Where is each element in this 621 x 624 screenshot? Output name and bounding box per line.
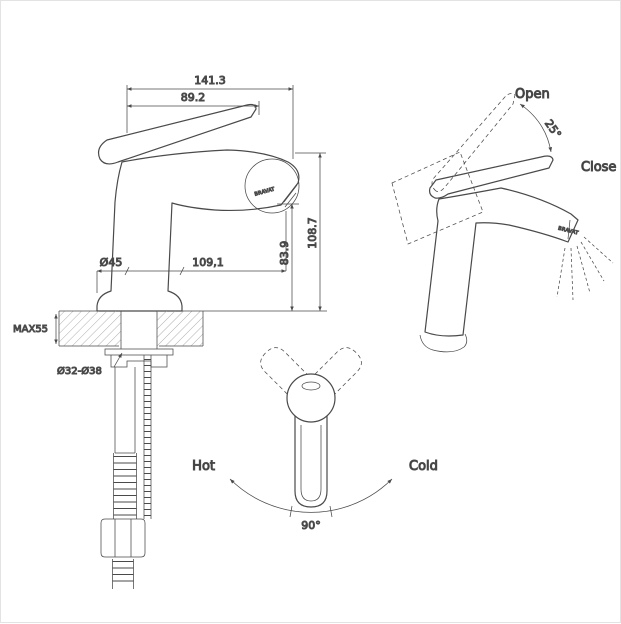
dim-max-thickness: MAX55 xyxy=(13,314,58,344)
open-label: Open xyxy=(515,87,550,102)
faucet-perspective: BRAVAT xyxy=(419,155,580,353)
arc-tick-left xyxy=(289,505,293,518)
angle-90: 90° xyxy=(301,519,321,532)
hose-corrugation-sides xyxy=(113,453,137,519)
logo-oval xyxy=(301,381,321,391)
handle-lever xyxy=(97,103,257,165)
counter-hatch-left xyxy=(59,311,121,346)
swing-arc xyxy=(229,478,393,513)
dim-handle-reach: 89.2 xyxy=(127,91,260,115)
angle-dimension: 25° xyxy=(519,103,564,153)
dim-overall-height: 108.7 xyxy=(203,152,327,312)
countertop-section xyxy=(58,310,204,349)
swing-lobe-left xyxy=(260,347,320,407)
aerator-lines xyxy=(283,184,298,208)
mounting-yoke xyxy=(110,355,168,368)
dim-89-2: 89.2 xyxy=(181,91,206,104)
dim-overall-reach: 141.3 xyxy=(126,74,294,159)
side-view: BRAVAT 141.3 89.2 Ø45 109,1 83.9 xyxy=(13,74,327,589)
arc-tick-right xyxy=(329,505,333,518)
counter-edges xyxy=(58,310,204,349)
hex-nut xyxy=(100,518,146,558)
swing-angle-dimension: 90° xyxy=(229,478,393,533)
handle-plan-inner xyxy=(300,425,322,502)
swing-lobe-right xyxy=(302,347,362,407)
dim-109-1: 109,1 xyxy=(192,256,224,269)
rotation-zone-dashed xyxy=(391,151,484,245)
spray-lines xyxy=(556,236,614,301)
aerator-face xyxy=(567,219,571,240)
washer xyxy=(104,348,174,356)
close-label: Close xyxy=(581,160,616,175)
angle-arc xyxy=(519,103,553,153)
dim-141-3: 141.3 xyxy=(194,74,226,87)
water-spray xyxy=(556,236,614,301)
counter-hatch-right xyxy=(157,311,203,346)
hose-tip-sides xyxy=(112,559,134,589)
dim-108-7: 108.7 xyxy=(306,217,319,249)
handle-open-dashed xyxy=(431,93,516,192)
dim-83-9: 83.9 xyxy=(278,241,291,266)
top-view: 90° Hot Cold xyxy=(192,347,438,533)
handle-top xyxy=(286,373,336,508)
dim-hole: Ø32-Ø38 xyxy=(57,365,102,377)
handle-closed xyxy=(428,155,554,199)
hot-label: Hot xyxy=(192,459,215,474)
dim-base-diameter: Ø45 xyxy=(100,256,123,269)
dim-hole-diameter: Ø32-Ø38 xyxy=(57,352,123,378)
dim-spout-height: 83.9 xyxy=(277,203,299,311)
faucet-outline xyxy=(96,103,300,312)
base-plate xyxy=(419,333,468,353)
operation-view: BRAVAT 25° Open Close xyxy=(391,87,617,353)
supply-hose-tube xyxy=(114,367,136,454)
handle-swing-positions xyxy=(260,347,362,407)
dim-spout-reach-and-base: Ø45 109,1 xyxy=(96,211,287,293)
faucet-body xyxy=(96,149,300,312)
open-position xyxy=(391,93,516,245)
cold-label: Cold xyxy=(409,459,438,474)
detail-circle: BRAVAT xyxy=(244,158,300,214)
dim-max55: MAX55 xyxy=(13,324,48,335)
body-plan-circle xyxy=(286,373,336,423)
brand-text: BRAVAT xyxy=(254,186,276,197)
angle-25: 25° xyxy=(542,117,564,140)
magnifier-circle xyxy=(244,158,300,214)
body-perspective xyxy=(424,187,579,337)
mounting-hardware xyxy=(100,348,174,589)
